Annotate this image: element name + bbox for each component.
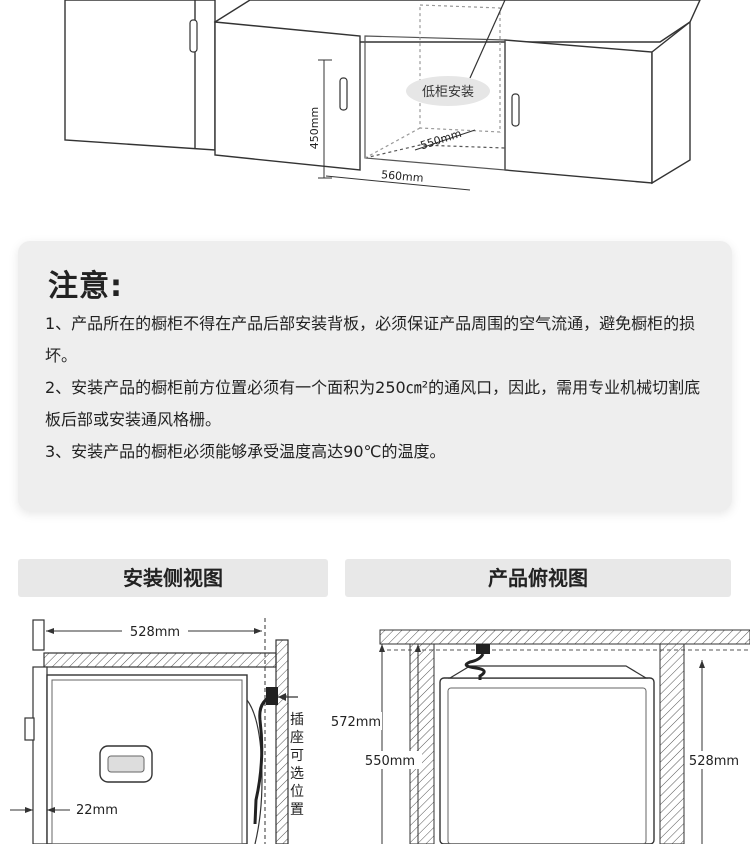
back-wall — [275, 639, 289, 844]
power-cord-top — [464, 653, 486, 680]
notice-item: 2、安装产品的橱柜前方位置必须有一个面积为250㎝²的通风口，因此，需用专业机械… — [45, 378, 701, 429]
dim-572-label: 572mm — [331, 715, 381, 730]
counter-slab — [43, 652, 277, 668]
power-cord — [253, 694, 275, 825]
dim-depth-label: 550mm — [419, 127, 463, 152]
dim-22-label: 22mm — [76, 803, 118, 818]
right-low-cabinet — [504, 39, 653, 184]
notice-panel: 注意: 1、产品所在的橱柜不得在产品后部安装背板，必须保证产品周围的空气流通，避… — [18, 241, 732, 511]
cabinet-installation-diagram: 低柜安装 450mm 550mm 560mm — [64, 0, 701, 191]
rear-wall — [379, 629, 750, 645]
socket-label: 插 座 可 选 位 置 — [290, 712, 304, 818]
dim-width-label: 560mm — [381, 168, 424, 185]
right-cabinet-handle — [511, 93, 520, 127]
svg-text:选: 选 — [290, 766, 304, 782]
right-side-panel — [651, 20, 691, 185]
callout-bubble — [406, 76, 490, 106]
svg-text:插: 插 — [290, 712, 304, 728]
dim-height-label: 450mm — [308, 107, 321, 149]
dim-528-top-label: 528mm — [689, 754, 739, 769]
notice-item: 3、安装产品的橱柜必须能够承受温度高达90℃的温度。 — [45, 442, 446, 461]
dim-528-label: 528mm — [130, 625, 180, 640]
top-view-diagram: 572mm 550mm 528mm — [330, 629, 750, 844]
left-low-cabinet — [214, 21, 361, 171]
notice-item: 1、产品所在的橱柜不得在产品后部安装背板，必须保证产品周围的空气流通，避免橱柜的… — [45, 314, 696, 365]
notice-title: 注意: — [48, 269, 123, 304]
product-body — [439, 677, 655, 844]
svg-text:可: 可 — [290, 748, 304, 764]
left-cabinet-handle — [339, 77, 348, 111]
svg-text:座: 座 — [290, 730, 304, 746]
upper-cabinet-handle — [189, 19, 198, 53]
left-cabinet-wall — [409, 643, 435, 844]
dim-550-label: 550mm — [365, 754, 415, 769]
right-cabinet-wall — [659, 643, 685, 844]
top-view-title: 产品俯视图 — [345, 559, 731, 597]
callout-label: 低柜安装 — [422, 85, 474, 100]
socket-icon-top — [476, 644, 490, 654]
oven-opening — [364, 35, 506, 171]
socket-icon — [266, 687, 278, 705]
oven-door — [32, 666, 48, 844]
side-view-title: 安装侧视图 — [18, 559, 328, 597]
svg-text:置: 置 — [290, 802, 304, 818]
svg-text:位: 位 — [290, 784, 304, 800]
side-view-diagram: 插 座 可 选 位 置 528mm 22mm — [10, 618, 304, 844]
cabinet-front-panel — [32, 619, 45, 651]
